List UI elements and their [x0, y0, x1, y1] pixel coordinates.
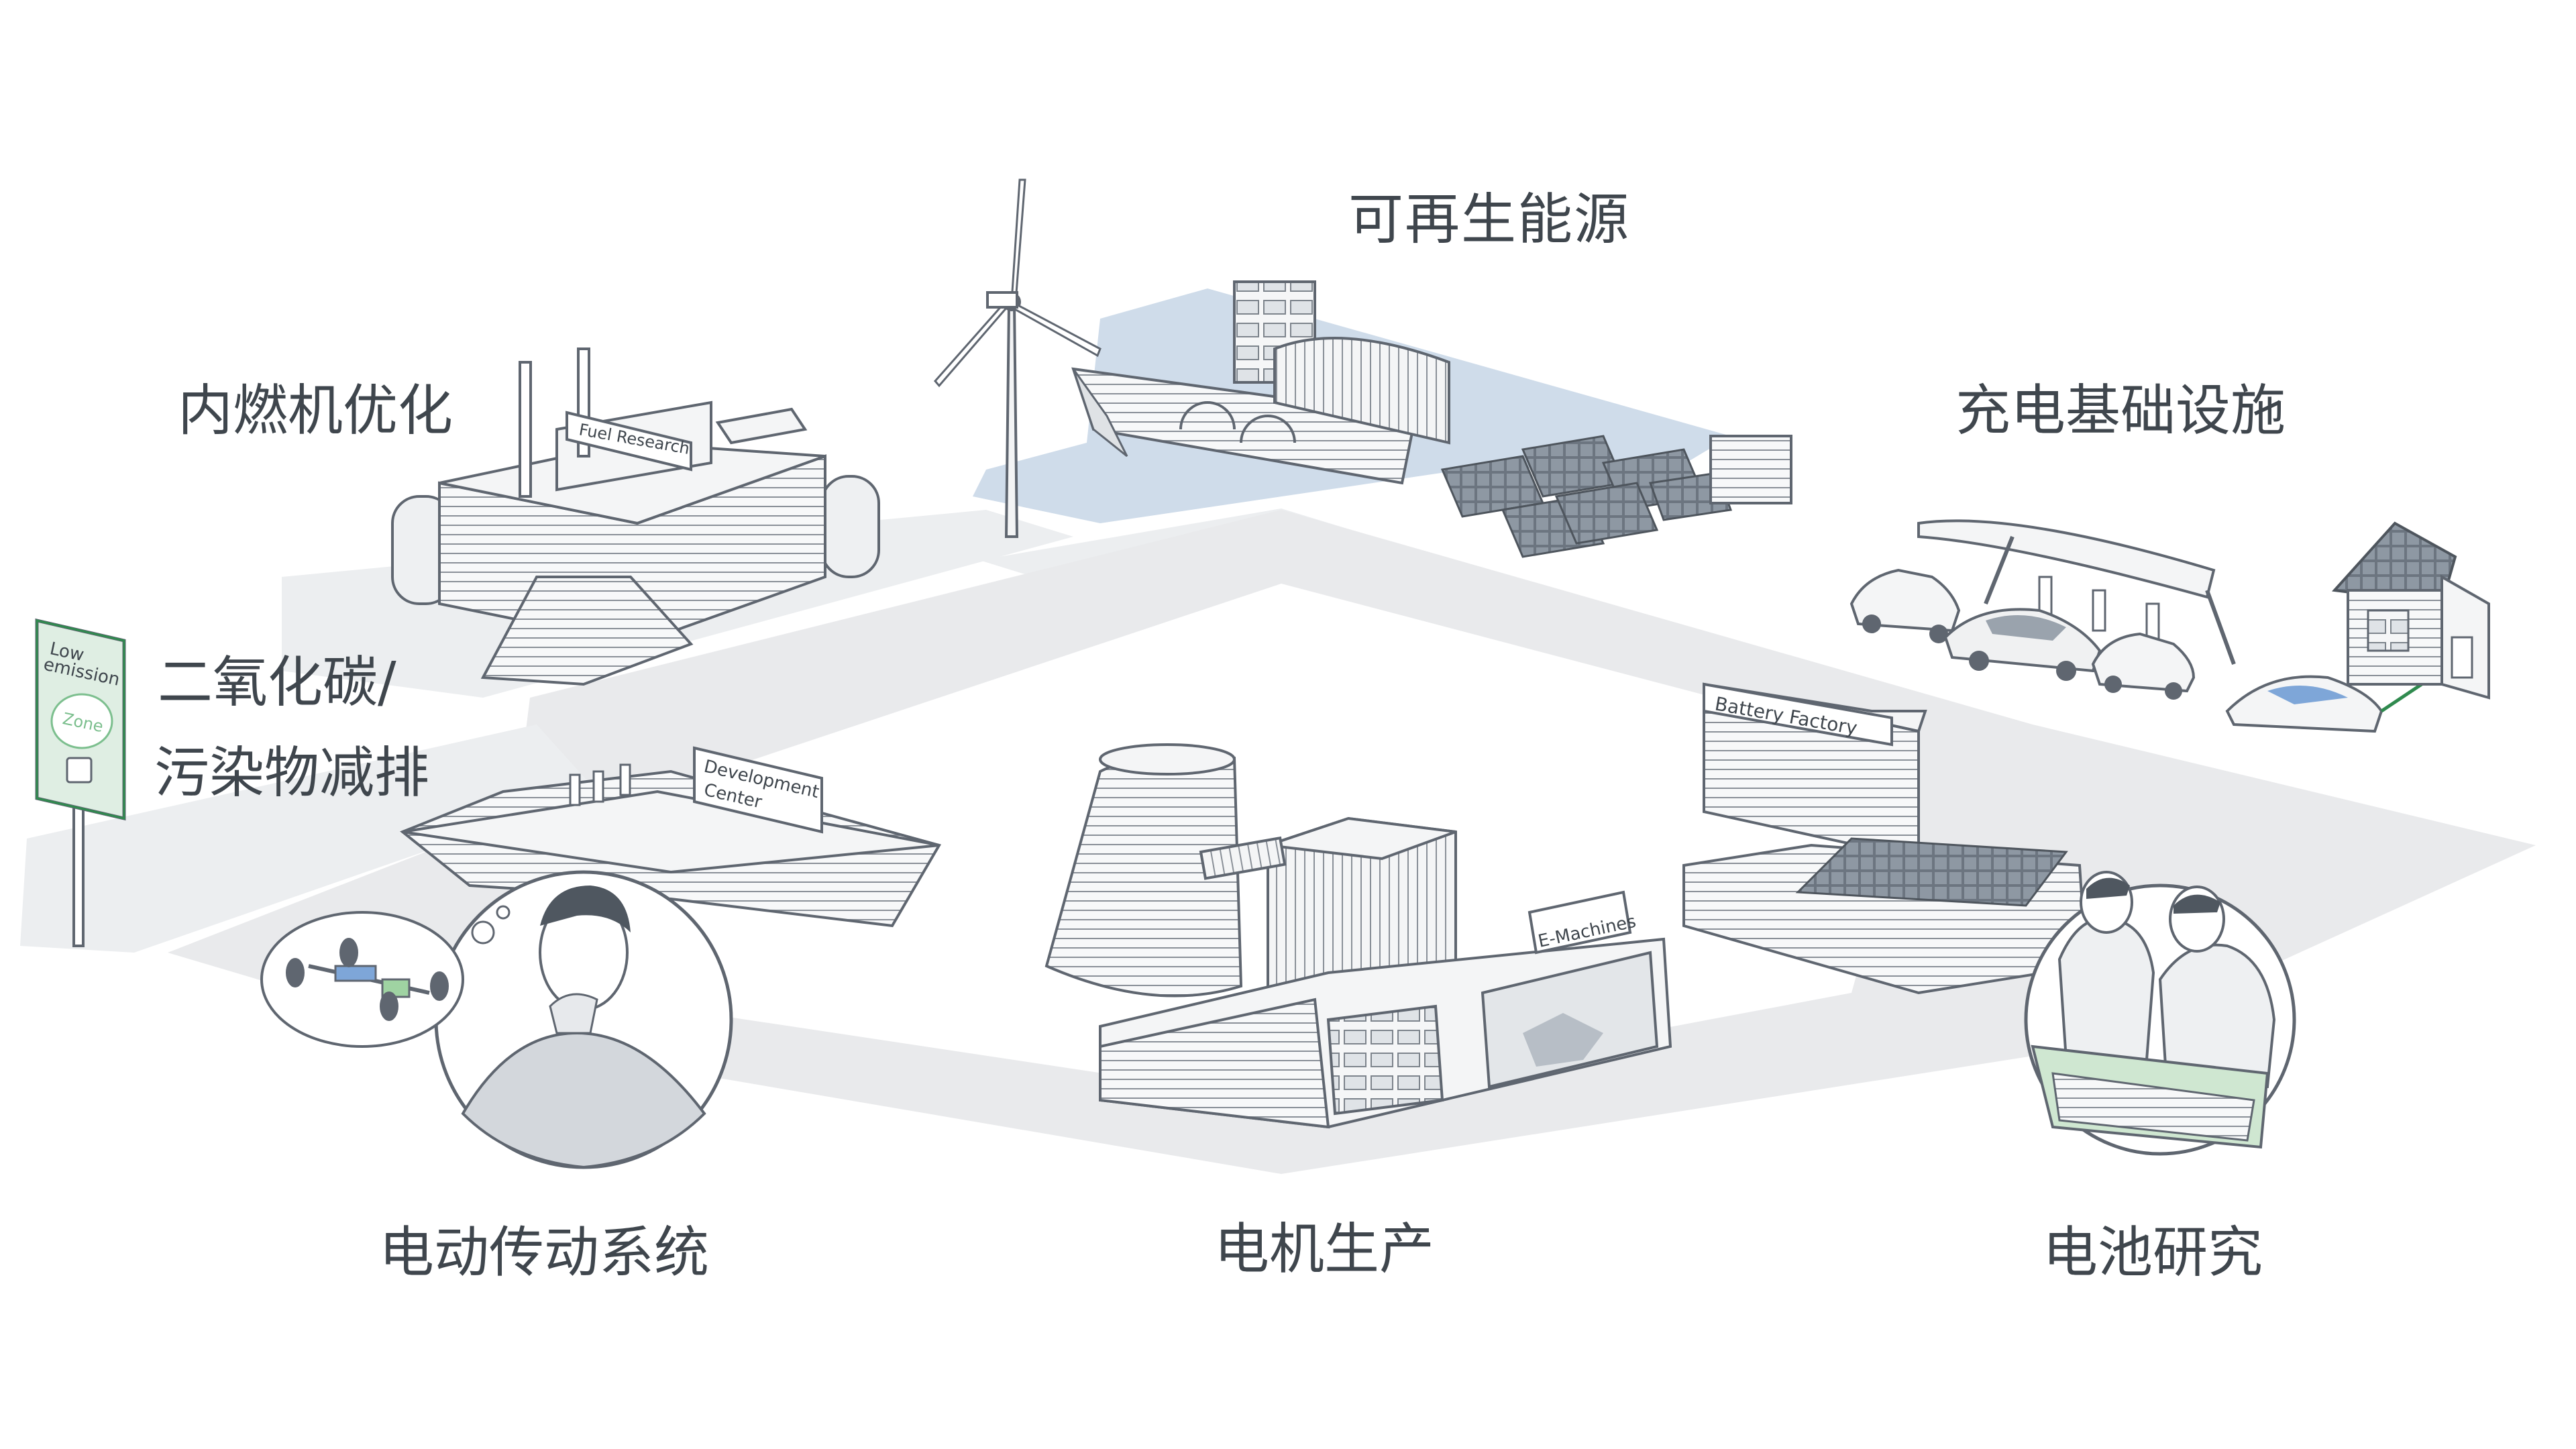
- label-battery-research: 电池研究: [2043, 1221, 2263, 1285]
- e-machines-plant: E-Machines: [1044, 743, 1672, 1129]
- label-charging-infrastructure: 充电基础设施: [1955, 379, 2286, 443]
- label-ice-optimization: 内燃机优化: [178, 379, 453, 443]
- solar-house: [2331, 521, 2490, 700]
- battery-research-scientists: [2024, 871, 2296, 1156]
- fuel-research-building: Fuel Research: [391, 347, 880, 686]
- label-motor-production: 电机生产: [1214, 1218, 1434, 1281]
- renewable-energy-scene: [934, 178, 1792, 558]
- car-3: [2091, 632, 2196, 700]
- charging-station-scene: [1849, 519, 2490, 733]
- solar-panels: [1440, 435, 1792, 558]
- zone-circle: [50, 693, 113, 749]
- dam-building: [1071, 280, 1450, 485]
- car-2: [1943, 608, 2102, 681]
- label-electric-drivetrain: 电动传动系统: [379, 1221, 709, 1285]
- label-co2-line1: 二氧化碳/: [158, 651, 396, 714]
- battery-factory-building: Battery Factory: [1682, 682, 2088, 995]
- camera-icon: [66, 757, 93, 784]
- label-renewable-energy: 可再生能源: [1348, 188, 1630, 252]
- label-co2-line2: 污染物减排: [154, 741, 429, 805]
- car-1: [1849, 568, 1961, 643]
- car-4-charging: [2225, 675, 2423, 733]
- wind-turbine: [934, 178, 1102, 538]
- engineer-thinking-portrait: [260, 870, 733, 1169]
- low-emission-zone-sign: Low emission Zone: [35, 618, 126, 947]
- fuel-research-sign-board: [566, 411, 692, 472]
- drivetrain-chassis-icon: [286, 938, 449, 1021]
